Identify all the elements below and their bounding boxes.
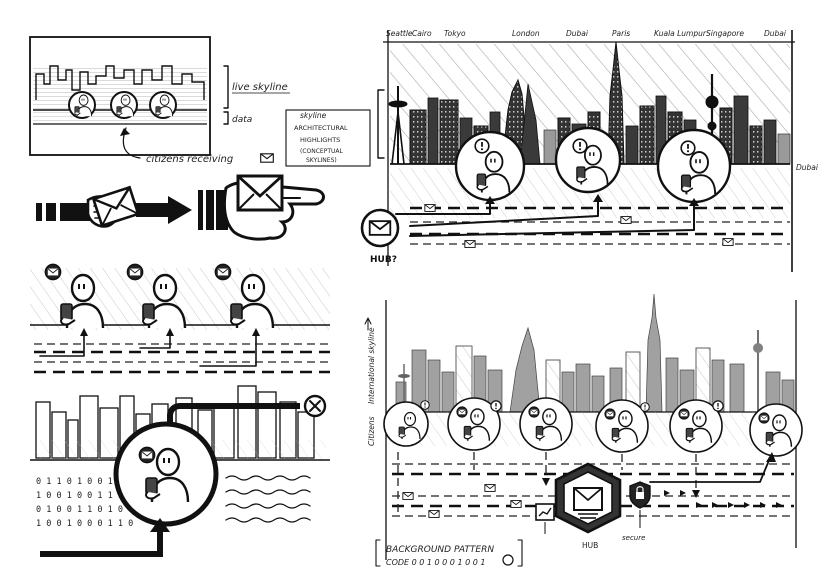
panel-5-world-skyline: Seattle Cairo Tokyo London Dubai Paris K… [285,29,819,272]
city-label: London [512,29,540,38]
envelope-badge-icon [214,263,232,281]
right-city-label: Dubai [796,163,819,172]
alert-bubble-icon [420,400,430,410]
alert-bubble-icon [490,400,502,412]
panel-4-citizen-spotlight: 0 1 1 0 1 0 0 1 0 1 1 0 0 1 0 0 1 1 0 0 … [30,385,330,557]
envelope-badge-icon [678,408,690,420]
arrow-right-icon [168,196,192,224]
envelope-icon [484,484,496,492]
hub-hexagon [554,462,622,534]
alert-bubble-icon [640,402,650,412]
binary-row: 1 0 0 1 0 0 0 1 1 0 [36,519,133,529]
panel-1-label-top: live skyline [232,82,288,93]
city-label: Singapore [706,29,744,38]
citizen-node [656,128,732,204]
city-label-row: Seattle Cairo Tokyo London Dubai Paris K… [386,29,787,38]
envelope-icon [402,492,414,500]
panel-2-message-flow [36,174,325,241]
city-label: Kuala Lumpur [654,29,707,38]
secure-label: secure [622,534,645,542]
info-icon [502,554,514,566]
alert-bubble-icon [712,400,724,412]
note-line: skyline [300,111,327,120]
shield-icon [629,481,651,509]
footer-line-1: BACKGROUND PATTERN [386,545,494,555]
hub-label: HUB? [370,255,397,265]
envelope-badge-icon [138,446,156,464]
city-label: Dubai [764,29,787,38]
panel-3-citizens-row [30,263,330,374]
side-label-citizens: Citizens [367,416,376,446]
binary-row: 1 0 0 1 0 0 1 1 0 [36,491,123,501]
citizen-node-row [383,397,803,457]
envelope-icon [368,220,392,236]
envelope-icon [424,204,436,212]
citizen-node [554,126,622,194]
note-line: SKYLINES) [306,157,337,164]
panel-1-caption: citizens receiving [146,154,233,165]
envelope-badge-icon [456,406,468,418]
city-label: Cairo [412,29,432,38]
envelope-badge-icon [44,263,62,281]
citizen-node [454,130,526,202]
chart-icon [535,503,555,521]
envelope-badge-icon [604,408,616,420]
envelope-icon [428,510,440,518]
note-line: HIGHLIGHTS [300,136,340,144]
envelope-icon [260,153,274,163]
note-line: ARCHITECTURAL [294,124,348,132]
note-line: (CONCEPTUAL [300,148,344,155]
side-label-skyline: International skyline [367,327,376,404]
city-label: Tokyo [444,29,466,38]
envelope-badge-icon [528,406,540,418]
envelope-icon [464,240,476,248]
panel-1-skyline-concept: live skyline data citizens receiving [29,36,290,165]
envelope-icon [620,216,632,224]
envelope-icon [722,238,734,246]
hub-label: HUB [582,541,598,550]
binary-row: 0 1 1 0 1 0 0 1 0 1 [36,477,133,487]
footer-line-2: CODE 0 0 1 0 0 0 1 0 0 1 [386,558,485,567]
alert-bubble-icon [572,138,588,154]
binary-row: 0 1 0 0 1 1 0 1 0 0 [36,505,133,515]
city-label: Seattle [386,29,413,38]
alert-bubble-icon [474,138,490,154]
envelope-badge-icon [126,263,144,281]
city-label: Dubai [566,29,589,38]
alert-bubble-icon [680,140,696,156]
panel-1-label-lower: data [232,115,252,125]
city-label: Paris [612,29,630,38]
panel-6-connected-city: International skyline Citizens [364,293,803,567]
envelope-badge-icon [758,412,770,424]
envelope-icon [510,500,522,508]
